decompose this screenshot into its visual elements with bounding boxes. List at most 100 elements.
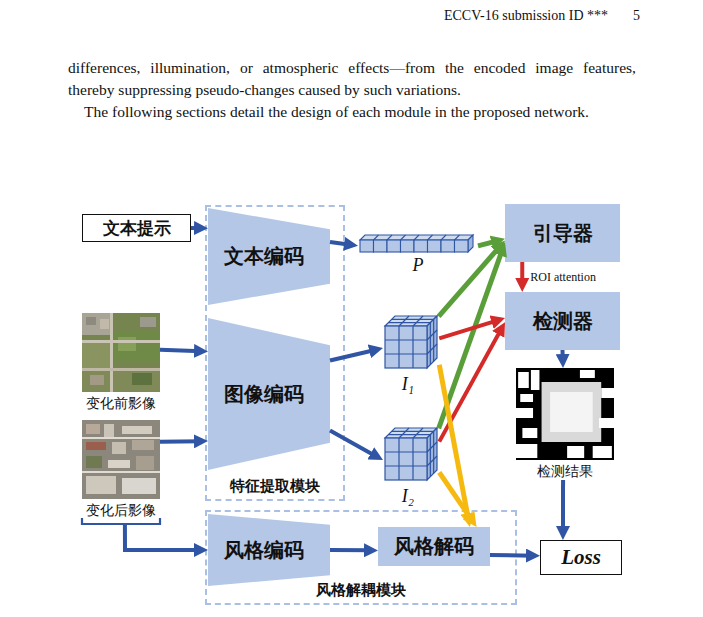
flow-arrow (439, 327, 502, 441)
photo-patch (104, 424, 114, 438)
flow-arrow (561, 480, 565, 534)
photo-patch (82, 313, 112, 335)
flow-arrow (125, 524, 202, 550)
feature-cube-shape (383, 424, 441, 484)
feature-cube-shape (383, 312, 441, 372)
photo-illustration (516, 368, 614, 460)
photo-patch (82, 420, 160, 499)
feature-cube: I₂ (383, 424, 441, 512)
flow-arrow (439, 320, 499, 339)
node-label: Loss (561, 545, 601, 570)
trapezoid-shape (208, 514, 330, 586)
flow-arrow (561, 350, 565, 362)
photo-patch (599, 418, 614, 428)
photo-patch (108, 460, 130, 468)
flow-arrow (330, 548, 372, 552)
cube-faces (385, 316, 437, 368)
photo-patch (82, 340, 160, 343)
flow-arrow (490, 553, 534, 558)
node-label: 文本提示 (103, 217, 171, 240)
photo-patch (136, 456, 154, 470)
photo-patch (132, 440, 154, 450)
edge-label: ROI attention (530, 270, 596, 285)
node-label: 风格编码 (224, 537, 304, 564)
photo-patch (550, 392, 593, 432)
node-label: 文本编码 (224, 243, 304, 270)
token-strip-shape (358, 230, 478, 256)
token-strip: P (358, 230, 478, 278)
photo-patch (86, 442, 106, 450)
photo-patch (516, 444, 537, 458)
encoder-trapezoid: 图像编码 (208, 318, 330, 470)
photo-patch (82, 371, 160, 392)
photo-patch (82, 437, 160, 439)
flow-arrow (191, 226, 202, 230)
input-bracket (82, 518, 160, 524)
photo-patch (82, 343, 110, 369)
token-cells (360, 235, 473, 252)
photo-illustration (82, 313, 160, 392)
photo-patch (112, 442, 126, 454)
photo-patch (518, 372, 529, 388)
node-label: 风格解码 (394, 533, 474, 560)
photo-patch (82, 471, 160, 473)
cube-faces (385, 428, 437, 480)
flow-arrow (439, 245, 501, 316)
process-box: 检测器 (505, 292, 620, 350)
photo-patch (567, 446, 584, 458)
flow-arrow (160, 350, 202, 351)
node-label: 变化前影像 (72, 395, 170, 413)
photo-patch (86, 317, 96, 325)
flow-arrow (160, 439, 202, 444)
node-label: 检测器 (533, 308, 593, 335)
photo-patch (110, 313, 113, 392)
body-paragraph: The following sections detail the design… (68, 101, 636, 123)
module-group: 特征提取模块 文本编码图像编码 (205, 205, 345, 501)
image-figure: 变化前影像 (82, 313, 160, 418)
photo-patch (522, 428, 537, 438)
node-label: 风格解耦模块 (207, 581, 515, 600)
flow-arrow (439, 365, 468, 521)
node-label: P (358, 255, 478, 276)
flow-arrow (330, 430, 378, 457)
body-paragraph: differences, illumination, or atmospheri… (68, 57, 636, 101)
loss-box: Loss (540, 540, 622, 575)
feature-cube: I₁ (383, 312, 441, 400)
process-box: 引导器 (505, 204, 620, 262)
page-number: 5 (620, 5, 640, 27)
flow-arrow (330, 349, 377, 360)
image-figure: 变化后影像 (82, 420, 160, 524)
photo-patch (112, 331, 160, 361)
photo-patch (90, 375, 104, 385)
flow-arrow (520, 262, 524, 286)
node-label: 引导器 (533, 220, 593, 247)
flow-arrow (439, 248, 503, 428)
photo-patch (580, 370, 595, 378)
photo-patch (82, 368, 160, 371)
node-label: I₂ (385, 486, 431, 507)
photo-patch (520, 394, 533, 402)
photo-patch (132, 373, 152, 385)
encoder-trapezoid: 文本编码 (208, 208, 330, 305)
node-label: 变化后影像 (72, 502, 170, 520)
encoder-trapezoid: 风格编码 (208, 514, 330, 586)
trapezoid-shape (208, 318, 330, 470)
photo-patch (516, 368, 614, 460)
flow-arrow (330, 242, 352, 245)
node-label: 特征提取模块 (207, 477, 343, 496)
photo-patch (601, 388, 614, 398)
process-box: 风格解码 (378, 527, 490, 566)
photo-patch (593, 446, 612, 458)
photo-patch (516, 408, 533, 418)
prompt-box: 文本提示 (82, 214, 191, 242)
node-label: 图像编码 (224, 381, 304, 408)
flow-arrow (478, 240, 499, 246)
photo-patch (542, 382, 602, 442)
photo-patch (531, 370, 540, 390)
photo-patch (122, 478, 156, 494)
photo-illustration (82, 420, 160, 499)
photo-patch (86, 424, 100, 434)
module-group: 风格解耦模块 风格编码 风格解码 (205, 510, 517, 605)
running-header: ECCV-16 submission ID *** (380, 5, 608, 27)
